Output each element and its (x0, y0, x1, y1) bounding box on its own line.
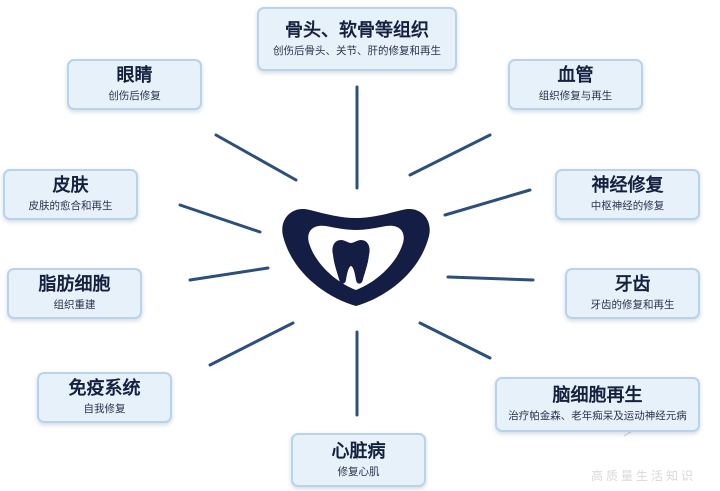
node-vessel: 血管组织修复与再生 (508, 59, 643, 110)
connector-fat (188, 266, 270, 282)
node-tooth: 牙齿牙齿的修复和再生 (565, 268, 700, 319)
connector-nerve (443, 188, 532, 217)
node-subtitle: 修复心肌 (337, 465, 380, 478)
node-title: 脑细胞再生 (552, 385, 643, 406)
node-bone: 骨头、软骨等组织创伤后骨头、关节、肝的修复和再生 (257, 7, 457, 71)
node-subtitle: 组织重建 (53, 299, 96, 311)
node-subtitle: 中枢神经的修复 (590, 200, 665, 212)
node-eye: 眼睛创伤后修复 (67, 59, 202, 110)
connector-immune (208, 321, 295, 367)
node-subtitle: 牙齿的修复和再生 (590, 299, 675, 311)
connector-eye (214, 133, 298, 182)
node-subtitle: 组织修复与再生 (538, 90, 613, 102)
node-subtitle: 皮肤的愈合和再生 (28, 200, 113, 212)
node-subtitle: 治疗帕金森、老年痴呆及运动神经元病 (508, 410, 687, 422)
node-fat: 脂肪细胞组织重建 (7, 268, 142, 319)
connector-skin (178, 203, 262, 234)
node-title: 心脏病 (331, 440, 386, 462)
node-subtitle: 创伤后修复 (108, 90, 161, 102)
node-subtitle: 创伤后骨头、关节、肝的修复和再生 (273, 44, 441, 57)
watermark-text: 高质量生活知识 (590, 469, 696, 483)
node-immune: 免疫系统自我修复 (37, 372, 172, 423)
connector-lines (178, 85, 535, 417)
node-title: 脂肪细胞 (38, 274, 111, 295)
heart-tooth-icon (282, 208, 430, 306)
connector-tooth (446, 275, 535, 282)
node-nerve: 神经修复中枢神经的修复 (555, 169, 700, 220)
node-title: 皮肤 (52, 175, 89, 196)
node-title: 血管 (557, 65, 594, 86)
node-title: 免疫系统 (68, 378, 141, 399)
node-subtitle: 自我修复 (83, 403, 126, 415)
connector-vessel (408, 133, 492, 177)
connector-brain (418, 321, 492, 360)
node-skin: 皮肤皮肤的愈合和再生 (3, 169, 138, 220)
node-heart: 心脏病修复心肌 (291, 433, 426, 487)
node-brain: 脑细胞再生治疗帕金森、老年痴呆及运动神经元病 (495, 377, 700, 432)
node-title: 眼睛 (116, 65, 153, 86)
node-title: 骨头、软骨等组织 (285, 19, 429, 41)
node-title: 牙齿 (614, 274, 651, 295)
node-title: 神经修复 (591, 175, 664, 196)
